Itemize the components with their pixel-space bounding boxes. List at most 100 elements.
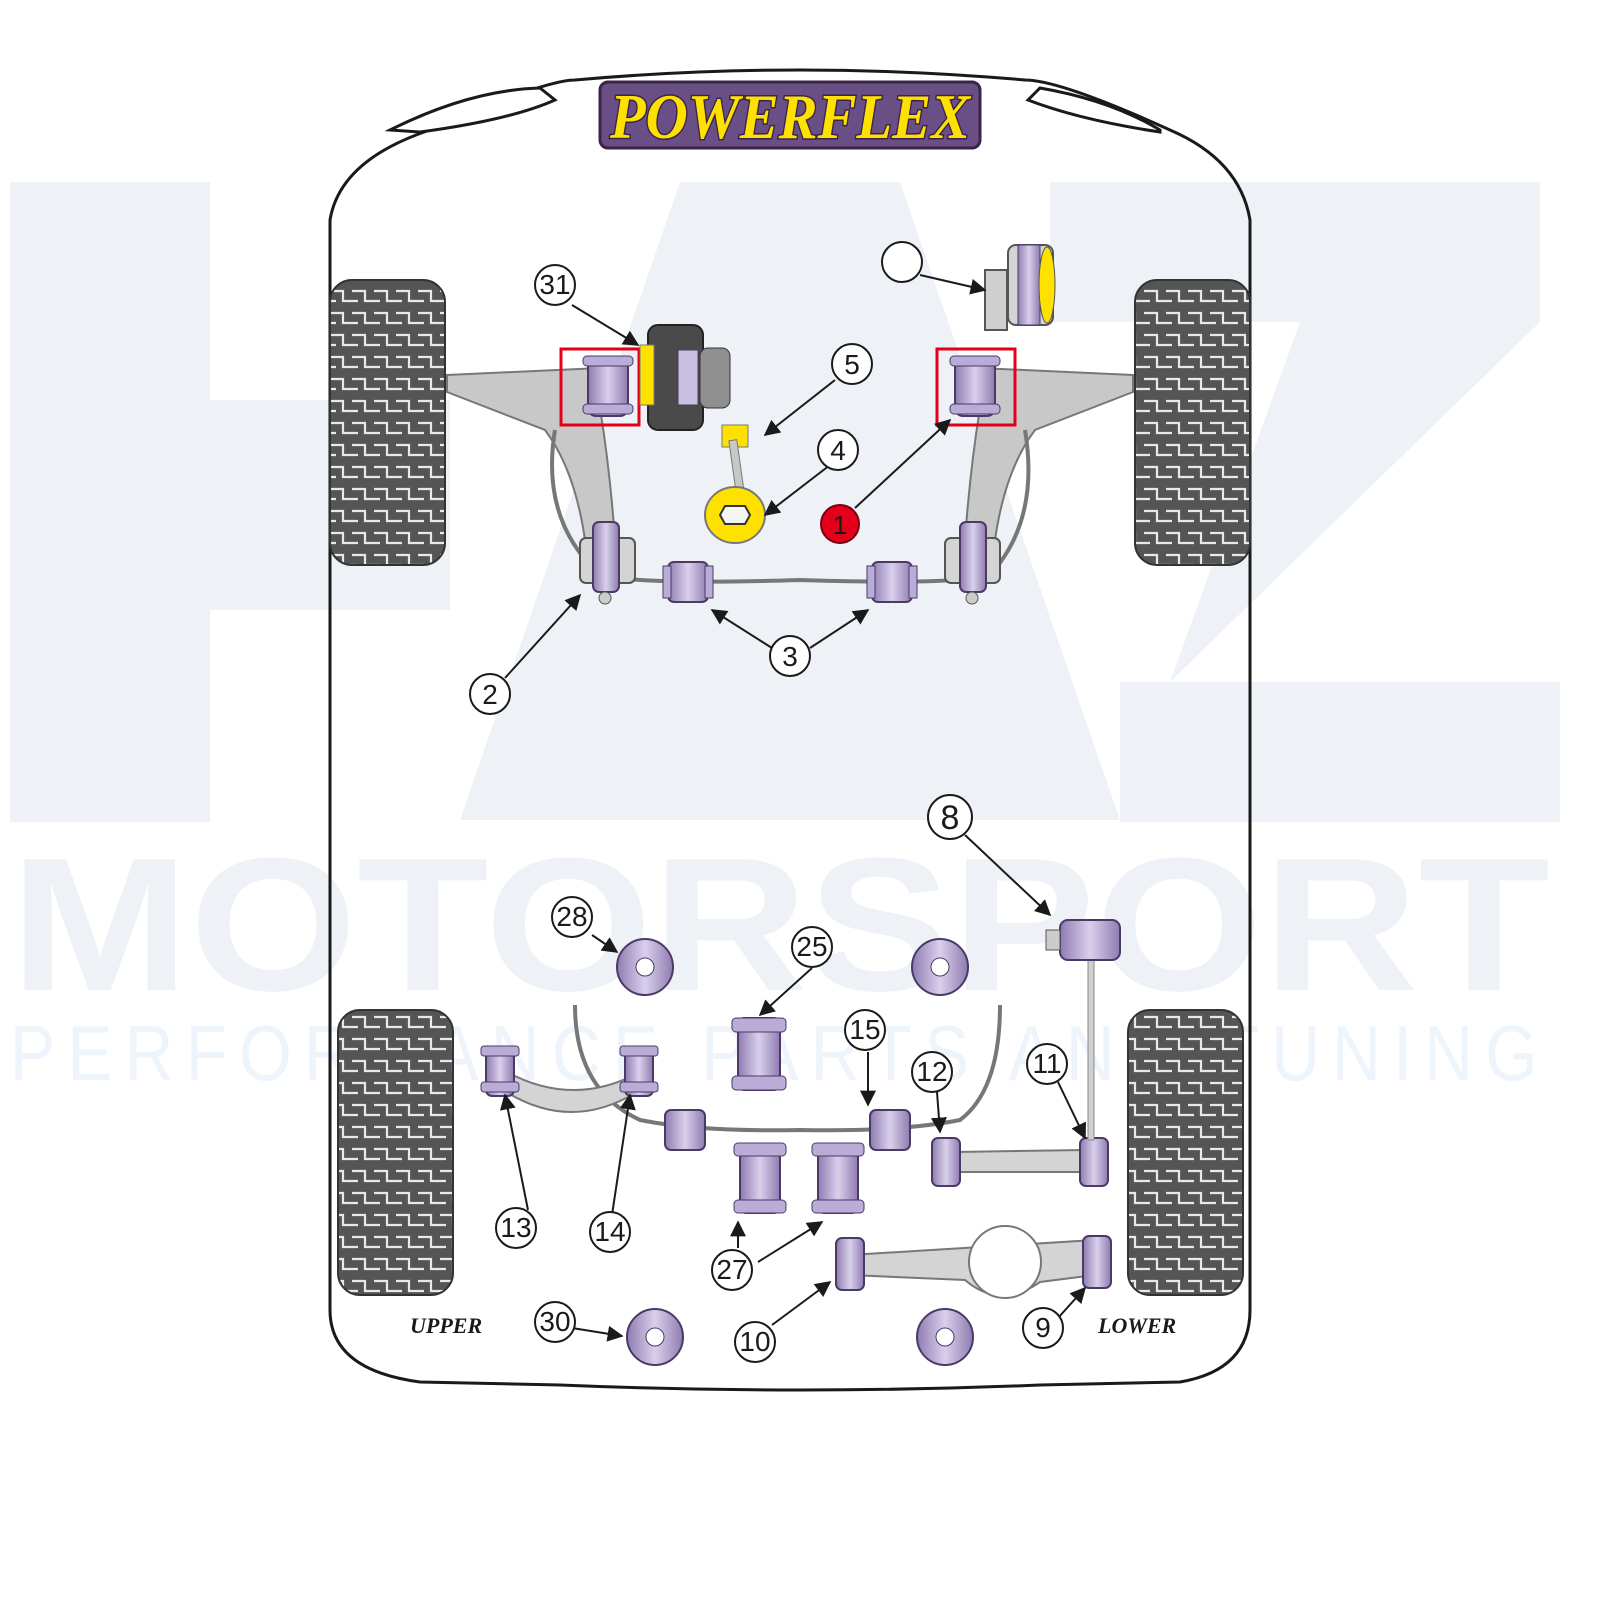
bush-front-arb-left — [662, 561, 714, 603]
car-body-outline — [328, 68, 1252, 1392]
callout-3: 3 — [769, 635, 811, 677]
svg-text:27: 27 — [716, 1254, 747, 1285]
bush-8 — [1045, 919, 1121, 961]
svg-text:8: 8 — [941, 799, 960, 837]
right-mirror — [1025, 86, 1162, 134]
callout-30: 31 — [534, 264, 576, 306]
front-anti-roll-bar — [550, 429, 1031, 584]
leader-13 — [499, 1093, 529, 1211]
leader-11 — [1057, 1081, 1086, 1140]
callout-24: 25 — [791, 926, 833, 968]
bush-front-left-lower — [579, 521, 636, 605]
watermark-z-diag — [1170, 322, 1540, 682]
callout-8: 8 — [927, 794, 973, 840]
mount-27-right — [911, 938, 969, 996]
callout-28: 30 — [534, 1301, 576, 1343]
leader-lines — [499, 274, 1087, 1342]
svg-text:2: 2 — [482, 679, 498, 710]
watermark-motorsport: MOTORSPORT — [10, 819, 1550, 1031]
svg-text:4: 4 — [830, 435, 846, 466]
callout-1: 1 — [820, 504, 860, 544]
leader-24 — [758, 967, 813, 1017]
svg-text:9: 9 — [1035, 1312, 1051, 1343]
svg-text:14: 14 — [594, 1216, 625, 1247]
svg-text:12: 12 — [916, 1056, 947, 1087]
upper-label: UPPER — [410, 1313, 482, 1338]
leader-3b — [809, 609, 870, 649]
callout-10: 10 — [734, 1321, 776, 1363]
bush-4-yellow — [704, 486, 766, 544]
highlight-box-left — [559, 347, 641, 427]
leader-2 — [504, 593, 582, 679]
rear-right-tyre — [1127, 1009, 1244, 1296]
leader-8 — [964, 834, 1052, 917]
bush-9 — [1082, 1235, 1112, 1289]
leader-3a — [710, 609, 773, 649]
bush-front-left-upper — [582, 355, 634, 417]
svg-text:10: 10 — [739, 1326, 770, 1357]
left-mirror — [384, 86, 558, 134]
bush-front-right-upper — [949, 355, 1001, 417]
bush-front-right-lower — [944, 521, 1001, 605]
leader-25b — [757, 1221, 824, 1263]
mount-27-left — [616, 938, 674, 996]
bush-10 — [835, 1237, 865, 1291]
callout-31 — [881, 241, 923, 283]
rear-left-tyre — [337, 1009, 454, 1296]
mount-28-right — [916, 1308, 974, 1366]
svg-text:13: 13 — [500, 1212, 531, 1243]
leader-27 — [591, 934, 619, 953]
bush-front-arb-right — [866, 561, 918, 603]
highlight-box-right — [935, 347, 1017, 427]
leader-30 — [571, 304, 640, 346]
logo-text: POWERFLEX — [609, 81, 971, 152]
callout-2: 2 — [469, 673, 511, 715]
callout-13: 13 — [495, 1207, 537, 1249]
watermark-z-top — [1050, 182, 1540, 322]
bush-rear-arb-left — [664, 1109, 706, 1151]
bush-25-right — [811, 1142, 865, 1214]
callout-4: 4 — [817, 429, 859, 471]
bush-14 — [619, 1045, 659, 1097]
svg-text:15: 15 — [849, 1014, 880, 1045]
bush-13 — [480, 1045, 520, 1097]
leader-12 — [930, 1091, 947, 1134]
mount-28-left — [626, 1308, 684, 1366]
engine-mount-30 — [639, 324, 731, 431]
bush-24 — [731, 1017, 787, 1091]
bush-11 — [1079, 1137, 1109, 1187]
svg-text:31: 31 — [539, 269, 570, 300]
leader-1 — [854, 418, 952, 509]
callout-27: 28 — [551, 896, 593, 938]
lower-label: LOWER — [1097, 1313, 1176, 1338]
watermark-h-left — [10, 182, 210, 822]
svg-text:1: 1 — [833, 510, 847, 540]
callout-5: 5 — [831, 343, 873, 385]
rear-link-12-11 — [954, 1148, 1086, 1173]
svg-text:5: 5 — [844, 349, 860, 380]
leader-14 — [611, 1093, 636, 1216]
bush-25-left — [733, 1142, 787, 1214]
leader-9 — [1057, 1286, 1087, 1319]
svg-text:30: 30 — [539, 1306, 570, 1337]
lower-arm-hole — [968, 1225, 1042, 1299]
leader-10 — [771, 1281, 832, 1326]
leader-28 — [571, 1325, 624, 1342]
bush-rear-arb-right — [869, 1109, 911, 1151]
bush-12 — [931, 1137, 961, 1187]
svg-text:28: 28 — [556, 901, 587, 932]
callout-11: 11 — [1026, 1043, 1068, 1085]
callout-14: 14 — [589, 1211, 631, 1253]
watermark-z-bottom — [1120, 682, 1560, 822]
svg-text:25: 25 — [796, 931, 827, 962]
svg-text:3: 3 — [782, 641, 798, 672]
callout-25: 27 — [711, 1249, 753, 1291]
callout-15: 15 — [844, 1009, 886, 1051]
front-right-tyre — [1134, 279, 1251, 566]
callout-12: 12 — [911, 1051, 953, 1093]
front-left-tyre — [329, 279, 446, 566]
leader-31 — [919, 274, 987, 295]
drop-link-rod — [1087, 954, 1095, 1141]
